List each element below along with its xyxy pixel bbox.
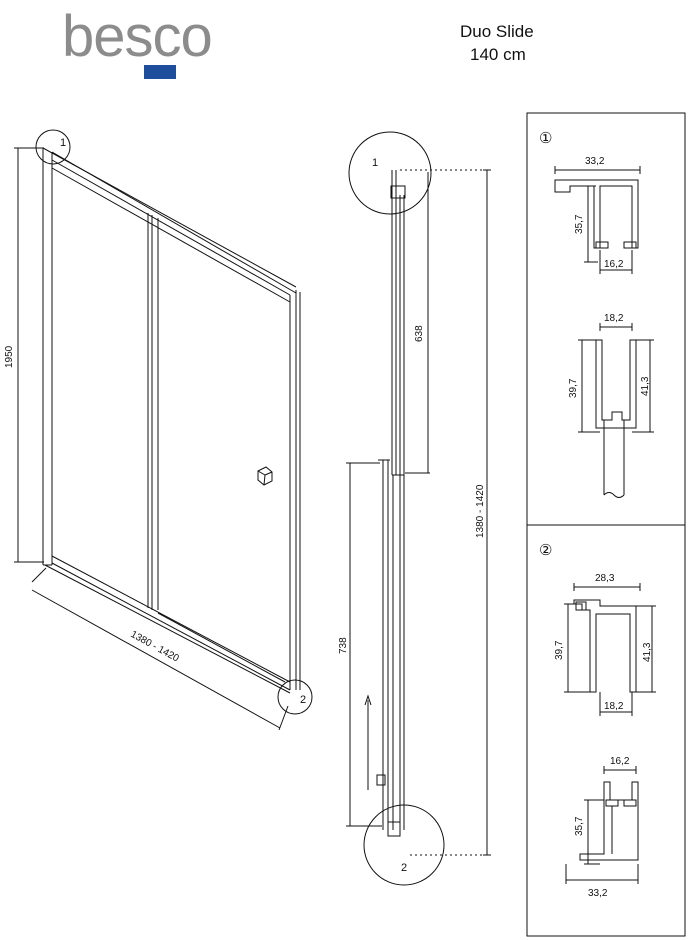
side-view (346, 131, 491, 886)
detail-2-bottom-bottom: 33,2 (588, 888, 608, 899)
besco-logo-icon: besco (62, 4, 213, 79)
detail-1-bottom-right: 41,3 (640, 376, 651, 396)
side-upper-label: 638 (414, 325, 425, 342)
detail-2-panel (526, 524, 686, 937)
front-callout-1-label: 1 (60, 137, 66, 149)
detail-1-top-width: 33,2 (585, 156, 605, 167)
detail-2-bottom-profile (565, 766, 639, 884)
detail-1-bottom-width: 18,2 (604, 313, 624, 324)
detail-2-top-left: 39,7 (554, 640, 565, 660)
side-total-label: 1380 - 1420 (475, 484, 486, 538)
front-callout-2-circle (277, 679, 313, 715)
detail-2-top-width: 28,3 (595, 573, 615, 584)
side-callout-1-label: 1 (372, 157, 378, 169)
detail-1-top-bottom: 16,2 (604, 259, 624, 270)
detail-1-marker: ① (539, 130, 552, 147)
side-lower-label: 738 (338, 637, 349, 654)
detail-1-bottom-profile (578, 323, 654, 498)
detail-2-bottom-width: 16,2 (610, 756, 630, 767)
brand-logo: besco (60, 4, 260, 84)
detail-2-marker: ② (539, 542, 552, 559)
detail-2-bottom-height: 35,7 (574, 816, 585, 836)
front-callout-2-label: 2 (300, 694, 306, 706)
detail-2-top-right: 41,3 (642, 642, 653, 662)
detail-2-top-profile (564, 583, 656, 716)
logo-wordmark: besco (62, 4, 212, 69)
front-view (14, 129, 313, 731)
front-callout-1-circle (35, 129, 71, 165)
detail-1-bottom-left: 39,7 (568, 378, 579, 398)
front-height-label: 1950 (4, 345, 15, 368)
detail-1-top-height: 35,7 (574, 214, 585, 234)
side-callout-2-label: 2 (401, 862, 407, 874)
product-size: 140 cm (470, 45, 526, 64)
logo-blue-block (144, 65, 176, 79)
product-title: Duo Slide 140 cm (460, 20, 534, 66)
detail-2-top-bottom: 18,2 (604, 701, 624, 712)
product-name: Duo Slide (460, 22, 534, 41)
side-callout-1-circle (348, 131, 432, 215)
detail-1-top-profile (554, 166, 641, 274)
front-width-label: 1380 - 1420 (129, 629, 181, 665)
